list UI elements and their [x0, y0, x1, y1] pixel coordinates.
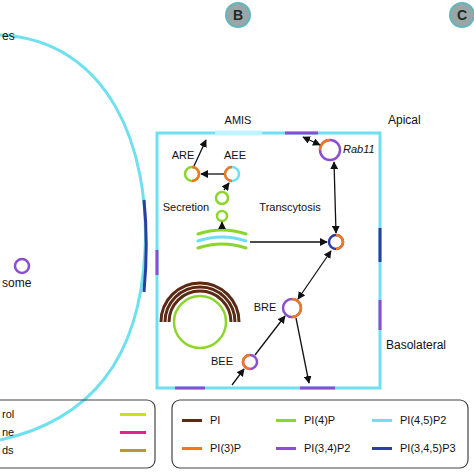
legend-frame — [0, 400, 155, 468]
legend-swatch — [182, 419, 202, 422]
cell-membrane — [157, 133, 380, 388]
legend-swatch — [120, 449, 146, 452]
legend-text: rol — [2, 408, 14, 421]
legend-text: PI(3,4,5)P3 — [400, 442, 456, 455]
region-label: Apical — [388, 114, 421, 128]
pathway-label: Transcytosis — [259, 201, 320, 214]
panel-letter: C — [457, 7, 467, 23]
panel-badge: B — [225, 2, 251, 28]
traffic-arrow — [194, 137, 336, 385]
legend-text: PI(4)P — [304, 414, 335, 427]
cell-membrane — [0, 35, 145, 440]
panel-badge: C — [449, 2, 474, 28]
legend-text: PI(3)P — [210, 442, 241, 455]
legend-swatch — [120, 413, 146, 416]
endoplasmic-reticulum — [161, 283, 239, 322]
domain-label: AMIS — [225, 114, 252, 127]
legend-swatch — [372, 419, 392, 422]
compartment-label: BRE — [254, 301, 277, 314]
legend-text: PI(4,5)P2 — [400, 414, 446, 427]
region-label: Basolateral — [386, 339, 446, 353]
legend-text: PI — [210, 414, 220, 427]
compartment-label: BEE — [211, 355, 233, 368]
golgi-stack — [198, 230, 246, 248]
legend-swatch — [276, 419, 296, 422]
legend-frame — [172, 400, 468, 468]
compartment-label: AEE — [224, 149, 246, 162]
compartment-label: ARE — [172, 149, 195, 162]
nucleus — [174, 296, 226, 348]
legend-text: ds — [2, 444, 14, 457]
vesicle — [185, 140, 343, 369]
membrane-domain — [144, 200, 146, 292]
protein-label: Rab11 — [343, 143, 375, 156]
legend-swatch — [182, 447, 202, 450]
legend-text: PI(3,4)P2 — [304, 442, 350, 455]
cropped-label: es — [2, 30, 15, 44]
legend-text: ne — [2, 426, 14, 439]
pathway-label: Secretion — [163, 201, 209, 214]
vesicle — [15, 259, 29, 273]
cropped-label: some — [2, 277, 31, 291]
legend-swatch — [276, 447, 296, 450]
legend-swatch — [372, 447, 392, 450]
panel-letter: B — [233, 7, 243, 23]
legend-swatch — [120, 431, 146, 434]
